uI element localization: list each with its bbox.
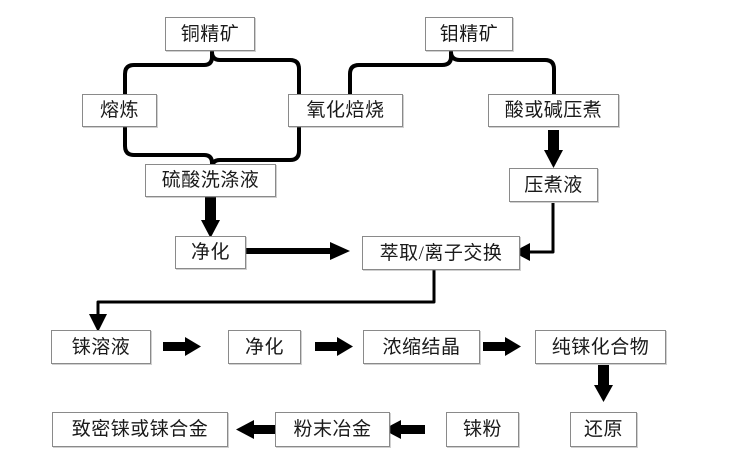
node-oxidative-roasting-label: 氧化焙烧 — [306, 100, 385, 121]
arrow-crystallization-to-purecompound — [483, 337, 521, 356]
node-purification-2[interactable]: 净化 — [228, 330, 301, 364]
elbow-liquor-to-extraction — [528, 203, 555, 254]
node-pressure-cooking-liquor[interactable]: 压煮液 — [509, 168, 598, 202]
node-rhenium-solution-label: 铼溶液 — [71, 336, 131, 358]
node-powder-metallurgy-label: 粉末冶金 — [293, 419, 372, 440]
arrow-washliquor-to-purification — [201, 196, 220, 238]
node-rhenium-powder[interactable]: 铼粉 — [446, 412, 519, 447]
node-purification-2-label: 净化 — [244, 336, 284, 358]
brace-molybdenum-to-roasting-pressurecook — [348, 50, 556, 98]
arrow-purification-to-extraction — [240, 242, 350, 260]
arrow-rheniumsolution-to-purification2 — [163, 337, 201, 356]
node-pure-rhenium-compound-label: 纯铼化合物 — [551, 336, 650, 358]
node-smelting-label: 熔炼 — [99, 100, 139, 121]
node-copper-concentrate[interactable]: 铜精矿 — [165, 17, 255, 51]
arrow-purification2-to-crystallization — [315, 337, 353, 356]
brace-copper-to-smelting-roasting — [123, 50, 301, 98]
node-dense-rhenium-or-alloy[interactable]: 致密铼或铼合金 — [52, 412, 228, 447]
node-molybdenum-concentrate[interactable]: 钼精矿 — [425, 17, 513, 51]
node-reduction-label: 还原 — [583, 419, 623, 440]
arrow-purecompound-to-reduction — [594, 365, 613, 402]
brace-smelting-roasting-to-washliquor — [123, 123, 301, 170]
node-reduction[interactable]: 还原 — [570, 412, 637, 447]
arrow-powdermetallurgy-to-densealloy — [236, 420, 278, 439]
node-dense-rhenium-or-alloy-label: 致密铼或铼合金 — [71, 419, 209, 440]
node-sulfuric-acid-wash-liquor[interactable]: 硫酸洗涤液 — [145, 164, 276, 197]
node-concentration-crystallization[interactable]: 浓缩结晶 — [363, 330, 480, 364]
node-smelting[interactable]: 熔炼 — [82, 94, 157, 127]
node-rhenium-solution[interactable]: 铼溶液 — [51, 330, 151, 364]
node-concentration-crystallization-label: 浓缩结晶 — [382, 336, 461, 358]
node-pure-rhenium-compound[interactable]: 纯铼化合物 — [535, 330, 666, 364]
node-powder-metallurgy[interactable]: 粉末冶金 — [275, 412, 390, 447]
node-extraction-ion-exchange-label: 萃取/离子交换 — [379, 242, 503, 264]
node-acid-alkali-pressure-cooking-label: 酸或碱压煮 — [504, 100, 603, 121]
elbow-extraction-to-rheniumsolution — [96, 270, 436, 318]
node-oxidative-roasting[interactable]: 氧化焙烧 — [288, 94, 403, 127]
node-pressure-cooking-liquor-label: 压煮液 — [524, 174, 583, 196]
node-molybdenum-concentrate-label: 钼精矿 — [439, 23, 499, 45]
node-purification-1-label: 净化 — [190, 242, 230, 263]
node-extraction-ion-exchange[interactable]: 萃取/离子交换 — [362, 236, 520, 270]
node-purification-1[interactable]: 净化 — [175, 236, 246, 269]
arrow-pressurecook-to-liquor — [544, 130, 563, 168]
node-copper-concentrate-label: 铜精矿 — [180, 23, 240, 45]
node-acid-alkali-pressure-cooking[interactable]: 酸或碱压煮 — [488, 94, 619, 127]
node-sulfuric-acid-wash-liquor-label: 硫酸洗涤液 — [161, 170, 260, 191]
node-rhenium-powder-label: 铼粉 — [462, 419, 502, 440]
